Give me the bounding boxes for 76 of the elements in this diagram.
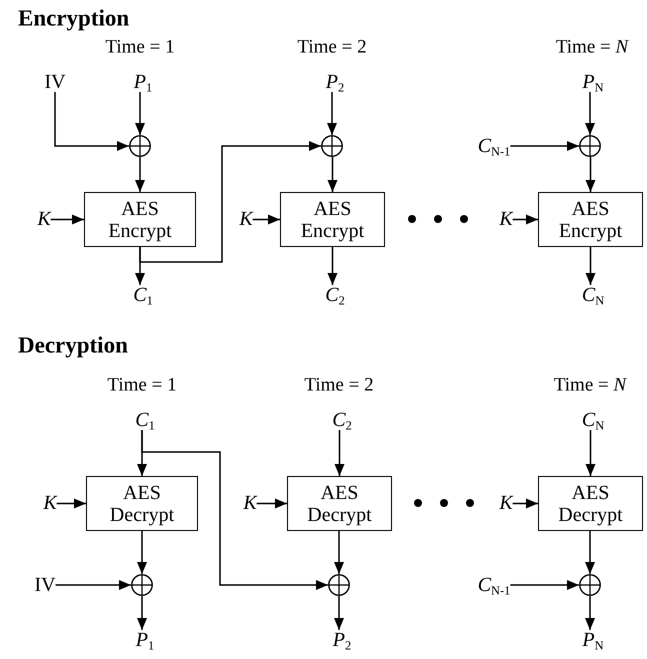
arrow bbox=[135, 157, 145, 192]
xor-circle bbox=[579, 574, 601, 596]
variable-label: C$_{2}$ bbox=[332, 410, 352, 430]
arrow bbox=[54, 92, 129, 151]
variable-label: K bbox=[243, 493, 257, 513]
variable-label: P$_{1}$ bbox=[134, 72, 152, 92]
box-label: AES Encrypt bbox=[107, 198, 173, 242]
variable-label: P$_{2}$ bbox=[332, 630, 352, 650]
variable-label: K bbox=[239, 209, 253, 229]
variable-label: C$_{N}$ bbox=[582, 285, 604, 305]
box-label: AES Decrypt bbox=[557, 482, 624, 526]
arrow bbox=[139, 141, 321, 263]
xor-circle bbox=[131, 574, 153, 596]
variable-label: C$_{N-1}$ bbox=[478, 575, 510, 595]
time-label: Time = 1 bbox=[107, 376, 177, 394]
arrow bbox=[512, 498, 538, 508]
variable-label: C$_{1}$ bbox=[135, 410, 155, 430]
arrow bbox=[137, 596, 147, 630]
arrow bbox=[586, 247, 596, 285]
arrow bbox=[510, 580, 579, 590]
arrow bbox=[334, 531, 344, 574]
time-label: Time = N bbox=[554, 376, 626, 394]
arrow bbox=[135, 92, 145, 135]
arrow bbox=[56, 498, 86, 508]
variable-label: K bbox=[43, 493, 57, 513]
time-label: Time = 2 bbox=[297, 38, 367, 56]
variable-label: C$_{N}$ bbox=[582, 410, 604, 430]
xor-circle bbox=[579, 135, 601, 157]
arrow bbox=[252, 214, 280, 224]
xor-circle bbox=[321, 135, 343, 157]
box-label: AES Encrypt bbox=[558, 198, 624, 242]
box-label: AES Decrypt bbox=[108, 482, 176, 526]
arrow bbox=[512, 214, 538, 224]
variable-label: K bbox=[499, 209, 513, 229]
variable-label: C$_{1}$ bbox=[133, 285, 153, 305]
arrow bbox=[585, 596, 595, 630]
arrow bbox=[328, 247, 338, 285]
variable-label: K bbox=[37, 209, 51, 229]
arrow bbox=[256, 498, 287, 508]
process-box bbox=[538, 476, 643, 531]
arrow bbox=[585, 92, 595, 135]
arrow bbox=[586, 157, 596, 192]
variable-label: C$_{N-1}$ bbox=[478, 136, 510, 156]
variable-label: IV bbox=[34, 575, 56, 595]
xor-circle bbox=[129, 135, 151, 157]
variable-label: P$_{N}$ bbox=[582, 72, 604, 92]
box-label: AES Encrypt bbox=[300, 198, 366, 242]
process-box bbox=[287, 476, 392, 531]
arrow bbox=[137, 531, 147, 574]
arrow bbox=[56, 580, 131, 590]
variable-label: P$_{N}$ bbox=[582, 630, 604, 650]
section-heading: Decryption bbox=[18, 334, 128, 356]
variable-label: IV bbox=[44, 72, 66, 92]
arrow bbox=[328, 157, 338, 192]
arrow bbox=[141, 430, 328, 590]
box-label: AES Decrypt bbox=[306, 482, 373, 526]
variable-label: P$_{2}$ bbox=[326, 72, 344, 92]
variable-label: K bbox=[499, 493, 513, 513]
arrow bbox=[50, 214, 84, 224]
time-label: Time = 2 bbox=[304, 376, 374, 394]
arrow bbox=[334, 596, 344, 630]
process-box bbox=[86, 476, 198, 531]
arrow bbox=[585, 531, 595, 574]
process-box bbox=[280, 192, 385, 247]
arrow bbox=[510, 141, 579, 151]
arrow bbox=[327, 92, 337, 135]
time-label: Time = 1 bbox=[105, 38, 175, 56]
time-label: Time = N bbox=[556, 38, 628, 56]
process-box bbox=[84, 192, 196, 247]
variable-label: P$_{1}$ bbox=[136, 630, 154, 650]
variable-label: C$_{2}$ bbox=[325, 285, 345, 305]
arrow bbox=[586, 430, 596, 476]
section-heading: Encryption bbox=[18, 6, 130, 30]
process-box bbox=[538, 192, 643, 247]
xor-circle bbox=[328, 574, 350, 596]
arrow bbox=[334, 430, 344, 476]
